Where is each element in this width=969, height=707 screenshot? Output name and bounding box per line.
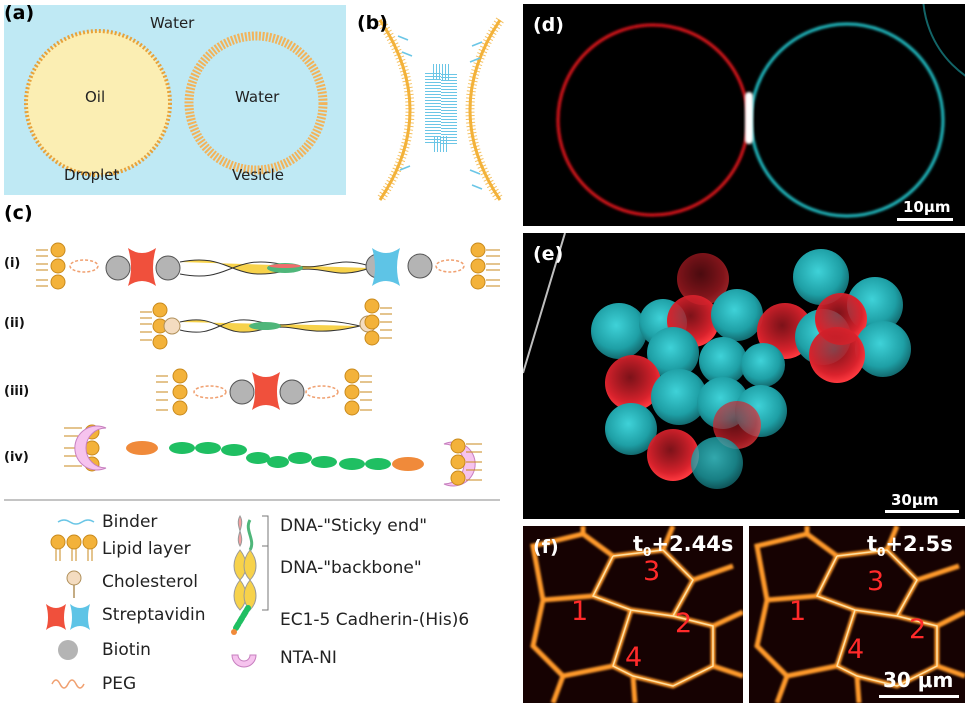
cholesterol-icon xyxy=(66,570,82,598)
panel-f-right-time: t0+2.5s xyxy=(867,532,953,560)
legend-nta-ni: NTA-NI xyxy=(280,648,337,668)
lipid-layer-icon xyxy=(50,534,98,561)
legend-sticky-end: DNA-"Sticky end" xyxy=(280,516,428,536)
water-label: Water xyxy=(150,14,195,32)
biotin-icon xyxy=(58,640,78,660)
streptavidin-icon xyxy=(46,604,90,630)
legend-biotin: Biotin xyxy=(102,640,151,660)
right-cell-3: 3 xyxy=(867,566,885,597)
cadherin-icon xyxy=(231,605,251,635)
droplet-circle xyxy=(24,29,172,177)
free-binders xyxy=(397,35,483,190)
panel-d-scale-bar xyxy=(897,218,953,221)
nta-ni-icon xyxy=(231,654,257,668)
panel-d-label: (d) xyxy=(533,14,564,36)
oil-label: Oil xyxy=(85,88,106,106)
right-membrane-tails xyxy=(465,17,504,203)
left-cell-1: 1 xyxy=(571,596,589,627)
left-cell-2: 2 xyxy=(675,608,693,639)
panel-e-micrograph: (e) 30μm xyxy=(523,233,965,519)
dna-icon xyxy=(233,515,269,611)
panel-b-label: (b) xyxy=(357,12,388,34)
panel-f-scale-bar xyxy=(879,695,959,698)
right-cell-1: 1 xyxy=(789,596,807,627)
row-label-iii: (iii) xyxy=(4,384,30,399)
panel-e-label: (e) xyxy=(533,243,564,265)
panel-a-label: (a) xyxy=(4,2,35,24)
droplet-label: Droplet xyxy=(64,166,120,184)
vesicle-circle xyxy=(184,31,328,175)
row-label-i: (i) xyxy=(4,256,21,271)
legend-lipid-layer: Lipid layer xyxy=(102,539,191,559)
construct-ii xyxy=(140,298,392,350)
left-cell-3: 3 xyxy=(643,556,661,587)
panel-f-left-time: t0+2.44s xyxy=(633,532,734,560)
panel-d-scale-label: 10μm xyxy=(903,198,951,216)
cyan-vesicle-edge xyxy=(922,4,965,77)
legend-backbone: DNA-"backbone" xyxy=(280,558,422,578)
panel-f-scale-label: 30 μm xyxy=(883,668,954,692)
row-label-ii: (ii) xyxy=(4,316,25,331)
legend-binder: Binder xyxy=(102,512,158,532)
construct-iii xyxy=(156,368,372,416)
row-label-iv: (iv) xyxy=(4,450,29,465)
red-vesicle xyxy=(556,23,750,217)
binder-cluster xyxy=(425,64,457,152)
panel-e-scale-bar xyxy=(885,510,959,513)
inner-water-label: Water xyxy=(235,88,280,106)
panel-f-right-micrograph: t0+2.5s 1 2 3 4 30 μm xyxy=(749,526,965,703)
construct-i xyxy=(36,242,500,290)
panel-c-label: (c) xyxy=(4,202,33,224)
micropipette xyxy=(523,233,566,374)
left-membrane-tails xyxy=(376,17,415,203)
construct-iv xyxy=(64,424,482,487)
legend-streptavidin: Streptavidin xyxy=(102,605,206,625)
right-cell-2: 2 xyxy=(909,614,927,645)
peg-icon xyxy=(51,679,85,689)
adhesion-zone xyxy=(745,92,753,144)
left-cell-4: 4 xyxy=(625,642,643,673)
panel-f-label: (f) xyxy=(533,536,559,558)
vesicle-cluster xyxy=(591,249,911,489)
legend-cholesterol: Cholesterol xyxy=(102,572,198,592)
panel-f-left-micrograph: (f) t0+2.44s 1 2 3 4 xyxy=(523,526,743,703)
legend-cadherin: EC1-5 Cadherin-(His)6 xyxy=(280,610,470,630)
vesicle-label: Vesicle xyxy=(232,166,284,184)
cyan-vesicle xyxy=(749,22,945,218)
panel-e-scale-label: 30μm xyxy=(891,491,939,509)
right-cell-4: 4 xyxy=(847,634,865,665)
legend-peg: PEG xyxy=(102,674,137,694)
panel-d-micrograph: (d) 10μm xyxy=(523,4,965,226)
binder-icon xyxy=(57,519,95,525)
